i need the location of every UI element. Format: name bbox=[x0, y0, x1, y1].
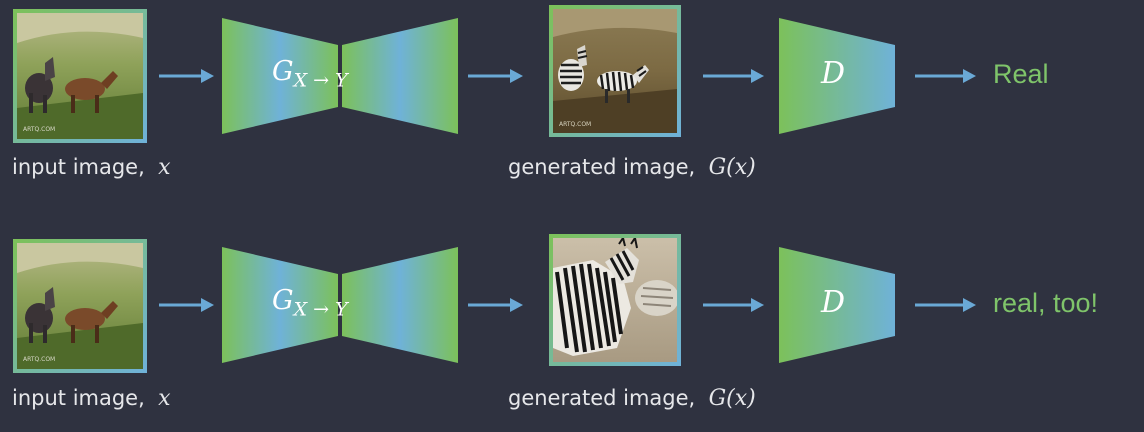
arrow-icon bbox=[703, 69, 764, 83]
result-label: Real bbox=[993, 59, 1049, 89]
discriminator-shape bbox=[779, 247, 895, 363]
arrow-icon bbox=[159, 298, 214, 312]
input-image: ARTQ.COM bbox=[13, 239, 147, 373]
watermark-text: ARTQ.COM bbox=[23, 126, 55, 133]
zebra-left bbox=[558, 45, 588, 91]
generated-variable: G(x) bbox=[708, 386, 756, 411]
arrow-icon bbox=[468, 298, 523, 312]
arrow-icon bbox=[915, 69, 976, 83]
discriminator-block: D bbox=[779, 247, 895, 363]
generator-label: GX → Y bbox=[272, 56, 348, 91]
discriminator-label: D bbox=[821, 285, 846, 320]
arrow-icon bbox=[703, 298, 764, 312]
generated-image bbox=[549, 234, 681, 366]
generated-caption-text: generated image, bbox=[508, 386, 696, 410]
generated-caption-text: generated image, bbox=[508, 155, 696, 179]
generator-symbol: G bbox=[272, 285, 294, 316]
arrow-icon bbox=[468, 69, 523, 83]
generator-shape bbox=[222, 18, 458, 134]
pipeline-row-2: ARTQ.COM GX → Y bbox=[0, 232, 1144, 432]
pipeline-row-1: ARTQ.COM GX → Y bbox=[0, 0, 1144, 200]
generated-variable: G(x) bbox=[708, 155, 756, 180]
generated-caption: generated image, G(x) bbox=[508, 155, 756, 180]
input-variable: x bbox=[158, 155, 171, 180]
input-caption-text: input image, bbox=[12, 386, 145, 410]
horses-photo: ARTQ.COM bbox=[17, 13, 143, 139]
watermark-text: ARTQ.COM bbox=[559, 121, 591, 128]
zebra-right bbox=[597, 65, 649, 103]
input-caption-text: input image, bbox=[12, 155, 145, 179]
generator-symbol: G bbox=[272, 56, 294, 87]
discriminator-shape bbox=[779, 18, 895, 134]
generated-image: ARTQ.COM bbox=[549, 5, 681, 137]
input-caption: input image, x bbox=[12, 386, 171, 411]
zebras-grass-photo: ARTQ.COM bbox=[553, 9, 677, 133]
arrow-icon bbox=[915, 298, 976, 312]
discriminator-label: D bbox=[821, 56, 846, 91]
arrow-icon bbox=[159, 69, 214, 83]
zebras-sand-photo bbox=[553, 238, 677, 362]
result-label: real, too! bbox=[993, 288, 1099, 318]
generator-block: GX → Y bbox=[222, 247, 458, 363]
generator-shape bbox=[222, 247, 458, 363]
input-caption: input image, x bbox=[12, 155, 171, 180]
discriminator-block: D bbox=[779, 18, 895, 134]
zebra-back bbox=[605, 238, 639, 284]
generated-caption: generated image, G(x) bbox=[508, 386, 756, 411]
generator-subscript: X → Y bbox=[293, 298, 348, 321]
zebra-front bbox=[553, 260, 631, 356]
generator-label: GX → Y bbox=[272, 285, 348, 320]
horses-photo: ARTQ.COM bbox=[17, 243, 143, 369]
input-variable: x bbox=[158, 386, 171, 411]
watermark-text: ARTQ.COM bbox=[23, 356, 55, 363]
generator-subscript: X → Y bbox=[293, 69, 348, 92]
input-image: ARTQ.COM bbox=[13, 9, 147, 143]
generator-block: GX → Y bbox=[222, 18, 458, 134]
